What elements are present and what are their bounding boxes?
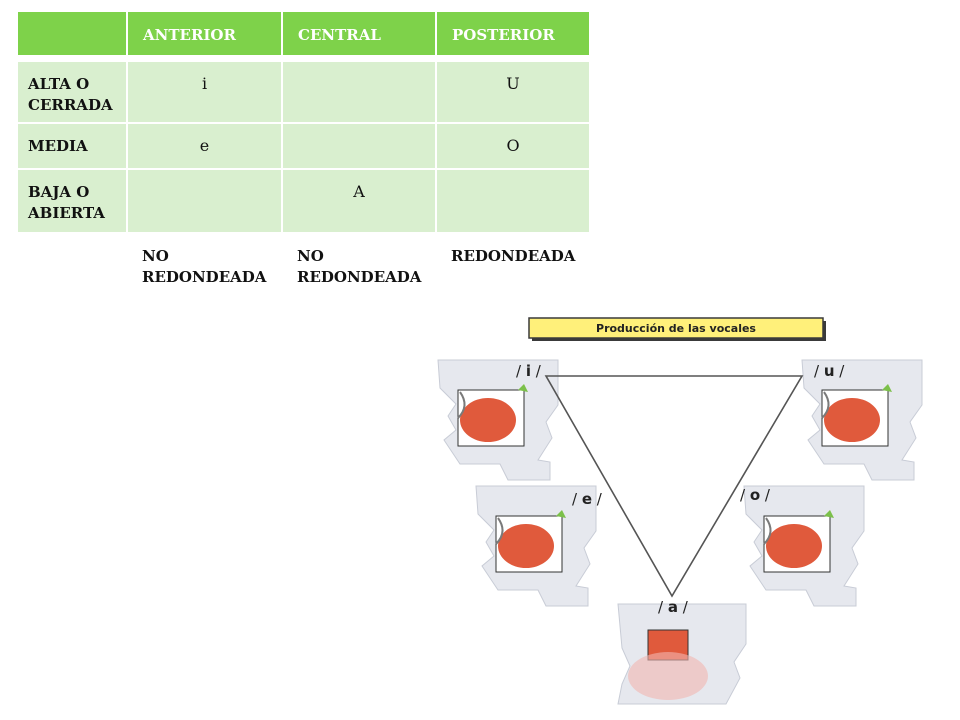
vowel-cell: U <box>437 62 591 124</box>
vowel-cell <box>437 170 591 234</box>
label-o: / o / <box>740 486 771 504</box>
vowel-cell: A <box>283 170 437 234</box>
table-header-row: ANTERIOR CENTRAL POSTERIOR <box>18 12 591 55</box>
label-u: / u / <box>814 362 845 380</box>
diagram-banner: Producción de las vocales <box>528 317 826 341</box>
table-row: MEDIA e O <box>18 124 591 170</box>
vowel-cell <box>283 62 437 124</box>
row-label-media: MEDIA <box>18 124 128 170</box>
label-e: / e / <box>572 490 603 508</box>
head-o <box>743 485 865 607</box>
head-a <box>617 603 747 705</box>
vowel-triangle <box>544 375 804 598</box>
vowel-cell: i <box>128 62 283 124</box>
vowel-production-diagram: Producción de las vocales / i / / u / / … <box>437 317 923 705</box>
rounding-posterior: REDONDEADA <box>437 234 591 288</box>
rounding-corner <box>18 234 128 288</box>
vowel-cell: e <box>128 124 283 170</box>
header-posterior: POSTERIOR <box>437 12 591 55</box>
vowel-cell <box>283 124 437 170</box>
banner-title: Producción de las vocales <box>596 322 756 335</box>
label-i: / i / <box>516 362 542 380</box>
header-anterior: ANTERIOR <box>128 12 283 55</box>
header-central: CENTRAL <box>283 12 437 55</box>
label-a: / a / <box>658 598 689 616</box>
vowel-cell: O <box>437 124 591 170</box>
header-corner <box>18 12 128 55</box>
vowel-cell <box>128 170 283 234</box>
